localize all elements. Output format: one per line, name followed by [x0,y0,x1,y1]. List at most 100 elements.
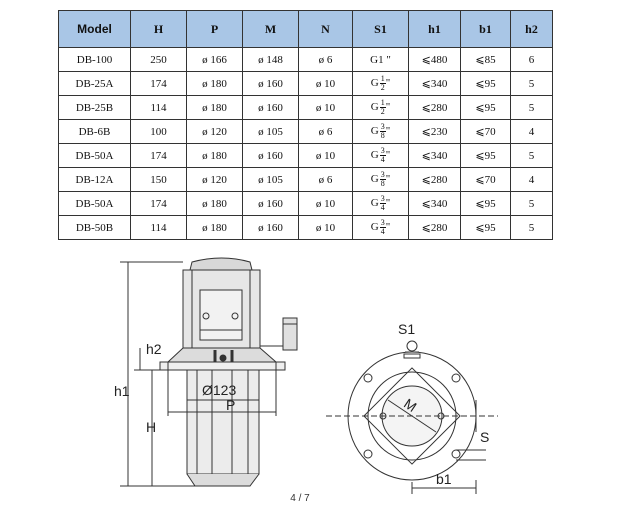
cell-m: ø 160 [242,71,299,96]
header-p: P [186,10,243,48]
cell-s1: G1 " [352,47,409,72]
header-h1: h1 [408,10,461,48]
header-h: H [130,10,187,48]
cell-p: ø 180 [186,71,243,96]
cell-n: ø 10 [298,95,353,120]
P-label: P [226,397,235,413]
cell-h: 114 [130,95,187,120]
header-n: N [298,10,353,48]
cell-h1: ⩽280 [408,167,461,192]
cell-n: ø 6 [298,47,353,72]
cell-b1: ⩽95 [460,215,511,240]
cell-m: ø 160 [242,95,299,120]
header-s1: S1 [352,10,409,48]
cell-h2: 5 [510,191,553,216]
cell-n: ø 10 [298,215,353,240]
cell-h2: 4 [510,119,553,144]
terminal-box [199,289,243,341]
cell-m: ø 105 [242,119,299,144]
page-number: 4 / 7 [290,493,310,504]
side-view-drawing [120,257,298,487]
S1-label: S1 [398,321,415,337]
cell-m: ø 160 [242,215,299,240]
S-label: S [480,429,489,445]
cell-p: ø 120 [186,167,243,192]
cell-model: DB-50B [58,215,131,240]
cell-m: ø 160 [242,143,299,168]
H-label: H [146,419,156,435]
square-flange [363,367,461,465]
cell-h: 100 [130,119,187,144]
cell-model: DB-100 [58,47,131,72]
motor-cap [189,257,253,271]
cell-b1: ⩽85 [460,47,511,72]
cell-h1: ⩽480 [408,47,461,72]
top-view-drawing [326,340,498,494]
cell-h1: ⩽280 [408,95,461,120]
cell-p: ø 120 [186,119,243,144]
cell-b1: ⩽70 [460,119,511,144]
cell-m: ø 160 [242,191,299,216]
diameter-label: Ø123 [202,382,236,398]
cell-h2: 5 [510,71,553,96]
cell-h1: ⩽230 [408,119,461,144]
cell-b1: ⩽95 [460,71,511,96]
cell-h2: 6 [510,47,553,72]
cell-n: ø 6 [298,119,353,144]
cell-model: DB-50A [58,143,131,168]
h2-label: h2 [146,341,162,357]
b1-label: b1 [436,471,452,487]
cell-h2: 5 [510,143,553,168]
cell-h: 174 [130,191,187,216]
cell-h: 250 [130,47,187,72]
cell-model: DB-25A [58,71,131,96]
cell-h: 174 [130,143,187,168]
pump-body [186,369,260,475]
cell-m: ø 105 [242,167,299,192]
cell-m: ø 148 [242,47,299,72]
cell-h1: ⩽280 [408,215,461,240]
cell-n: ø 10 [298,143,353,168]
cell-h2: 5 [510,95,553,120]
cell-h2: 5 [510,215,553,240]
cell-model: DB-50A [58,191,131,216]
cell-h: 174 [130,71,187,96]
cell-p: ø 166 [186,47,243,72]
header-b1: b1 [460,10,511,48]
header-m: M [242,10,299,48]
cell-h1: ⩽340 [408,71,461,96]
cell-h1: ⩽340 [408,191,461,216]
cell-b1: ⩽95 [460,143,511,168]
cell-b1: ⩽95 [460,191,511,216]
cell-model: DB-12A [58,167,131,192]
cell-h: 150 [130,167,187,192]
cell-p: ø 180 [186,95,243,120]
cell-n: ø 10 [298,71,353,96]
cell-h: 114 [130,215,187,240]
cell-p: ø 180 [186,215,243,240]
header-h2: h2 [510,10,553,48]
cell-p: ø 180 [186,191,243,216]
cell-p: ø 180 [186,143,243,168]
outlet-pipe [282,317,298,351]
cell-n: ø 10 [298,191,353,216]
cell-model: DB-6B [58,119,131,144]
cell-b1: ⩽70 [460,167,511,192]
pump-technical-drawing: h1 h2 H Ø123 P S1 M S b1 [114,257,498,494]
